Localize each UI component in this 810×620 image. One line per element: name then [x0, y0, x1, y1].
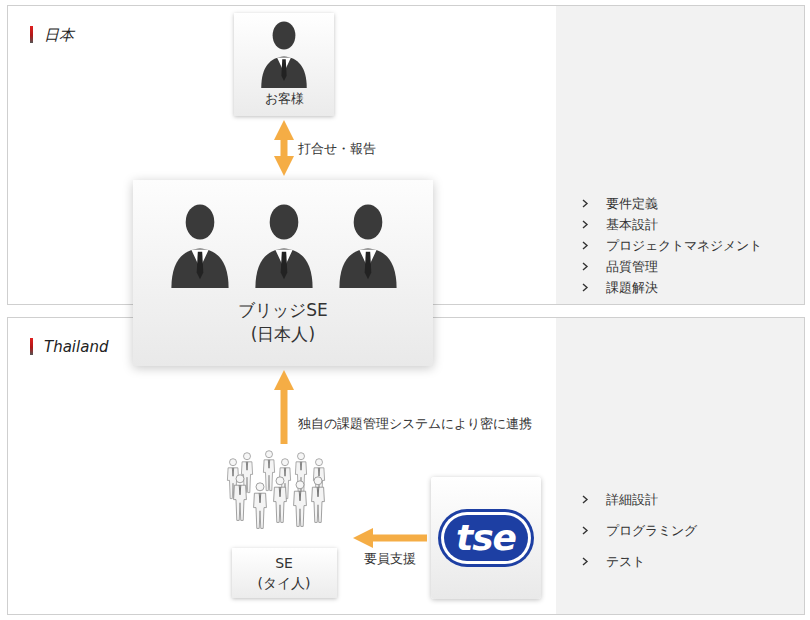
figure — [254, 483, 267, 529]
band-marker — [30, 26, 33, 43]
list-item: 品質管理 — [606, 256, 804, 277]
double-arrow — [281, 140, 288, 156]
task-panel: 要件定義基本設計プロジェクトマネジメント品質管理課題解決 — [556, 6, 804, 304]
band-title: Thailand — [44, 338, 108, 356]
figure — [274, 477, 287, 523]
customer-icon — [261, 22, 307, 89]
engineer-icon — [339, 204, 396, 288]
edge-label: 独自の課題管理システムにより密に連携 — [296, 415, 534, 432]
list-item: 基本設計 — [606, 214, 804, 235]
bullet — [583, 558, 587, 565]
list-item: 詳細設計 — [606, 484, 804, 515]
list-item: 課題解決 — [606, 277, 804, 298]
bullet — [583, 263, 587, 270]
task-panel: 詳細設計プログラミングテスト — [556, 318, 804, 614]
engineer-icon — [255, 204, 312, 288]
arrow-connector — [281, 390, 288, 444]
arrow-connector — [373, 535, 427, 542]
node-label: SE (タイ人) — [232, 548, 337, 598]
logo-box: tse — [431, 477, 541, 599]
figure — [234, 475, 247, 521]
node-label: お客様 — [265, 90, 304, 108]
list-bullets — [583, 200, 587, 565]
crowd-figures — [227, 451, 324, 529]
bullet — [583, 496, 587, 503]
bullet — [583, 200, 587, 207]
edge-label: 打合せ・報告 — [296, 140, 378, 157]
bullet — [583, 284, 587, 291]
band-marker — [30, 338, 33, 355]
engineer-icon — [171, 204, 228, 288]
list-item: プロジェクトマネジメント — [606, 235, 804, 256]
bullet — [583, 527, 587, 534]
band-title: 日本 — [44, 26, 74, 44]
logo-text: tse — [444, 515, 528, 561]
figure — [263, 451, 274, 491]
bullet — [583, 221, 587, 228]
node-label: ブリッジSE (日本人) — [218, 298, 348, 346]
figure — [294, 481, 307, 527]
list-item: プログラミング — [606, 515, 804, 546]
list-item: 要件定義 — [606, 193, 804, 214]
bullet — [583, 242, 587, 249]
figure — [312, 477, 325, 523]
list-item: テスト — [606, 546, 804, 577]
edge-label: 要員支援 — [362, 550, 418, 567]
